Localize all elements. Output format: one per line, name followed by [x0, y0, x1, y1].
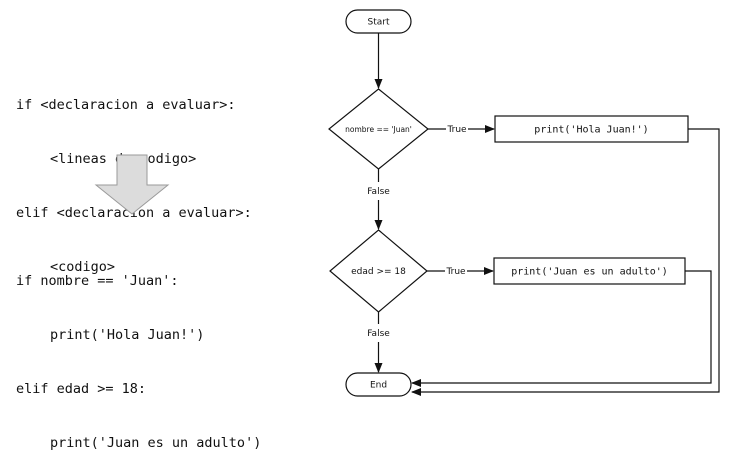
true-label-1: True	[446, 125, 467, 135]
end-label: End	[370, 381, 387, 391]
false-label-2: False	[367, 329, 390, 339]
decision-2-label: edad >= 18	[351, 267, 406, 277]
flow-connector	[411, 128, 720, 396]
code-line: <codigo>	[50, 259, 116, 275]
code-line: if nombre == 'Juan':	[16, 273, 179, 289]
flowchart-canvas: Start nombre == 'Juan' True print('Hola …	[94, 9, 720, 397]
code-line: elif edad >= 18:	[16, 381, 147, 397]
code-line: if <declaracion a evaluar>:	[16, 97, 236, 113]
true-label-2: True	[445, 267, 466, 277]
action-2-label: print('Juan es un adulto')	[511, 267, 668, 278]
action-1-label: print('Hola Juan!')	[534, 125, 648, 136]
action-box-hola	[494, 115, 689, 143]
false-label-1: False	[367, 187, 390, 197]
action-box-adulto	[493, 257, 686, 285]
decision-1-label: nombre == 'Juan'	[345, 125, 412, 134]
flow-connector	[411, 270, 712, 387]
start-label: Start	[368, 18, 390, 28]
code-line: print('Juan es un adulto')	[50, 435, 262, 451]
down-arrow-icon	[94, 154, 170, 215]
code-line: print('Hola Juan!')	[50, 327, 205, 343]
